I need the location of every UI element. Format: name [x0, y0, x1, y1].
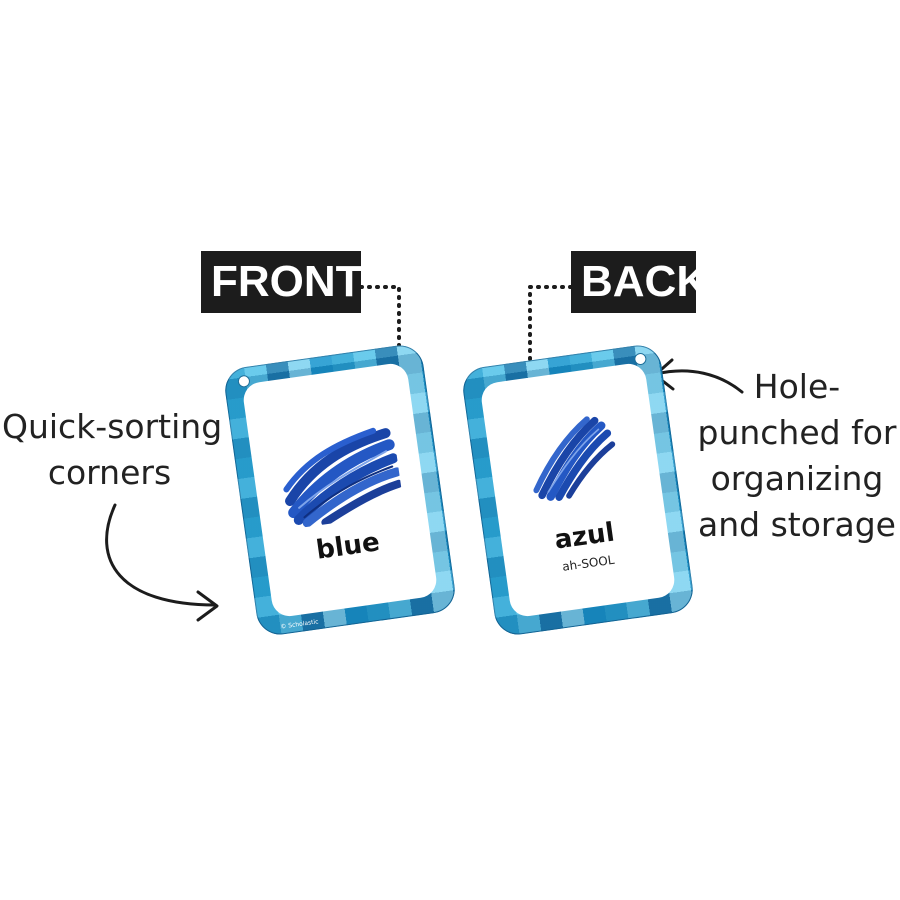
callout-line: Hole-: [753, 367, 841, 406]
curved-arrow-icon: [105, 503, 219, 622]
callout-line: punched for: [697, 413, 897, 452]
paint-swatch-icon: [283, 427, 403, 528]
card-face: azul ah-SOOL: [479, 361, 677, 619]
card-copyright: © Scholastic: [280, 618, 319, 631]
flash-card-front: blue © Scholastic: [222, 342, 458, 638]
front-label: FRONT: [201, 251, 363, 313]
callout-line: corners: [47, 453, 172, 492]
quick-sorting-callout: Quick-sorting corners: [2, 404, 223, 496]
paint-swatch-icon: [533, 416, 616, 501]
callout-line: Quick-sorting: [2, 407, 223, 446]
card-face: blue: [241, 361, 439, 619]
callout-line: and storage: [698, 505, 896, 544]
hole-punched-callout: Hole- punched for organizing and storage: [692, 364, 900, 548]
back-connector: [528, 285, 573, 374]
flash-card-back: azul ah-SOOL: [460, 342, 696, 638]
back-label: BACK: [571, 251, 708, 313]
hole-punch-icon: [633, 352, 648, 366]
callout-line: organizing: [710, 459, 884, 498]
